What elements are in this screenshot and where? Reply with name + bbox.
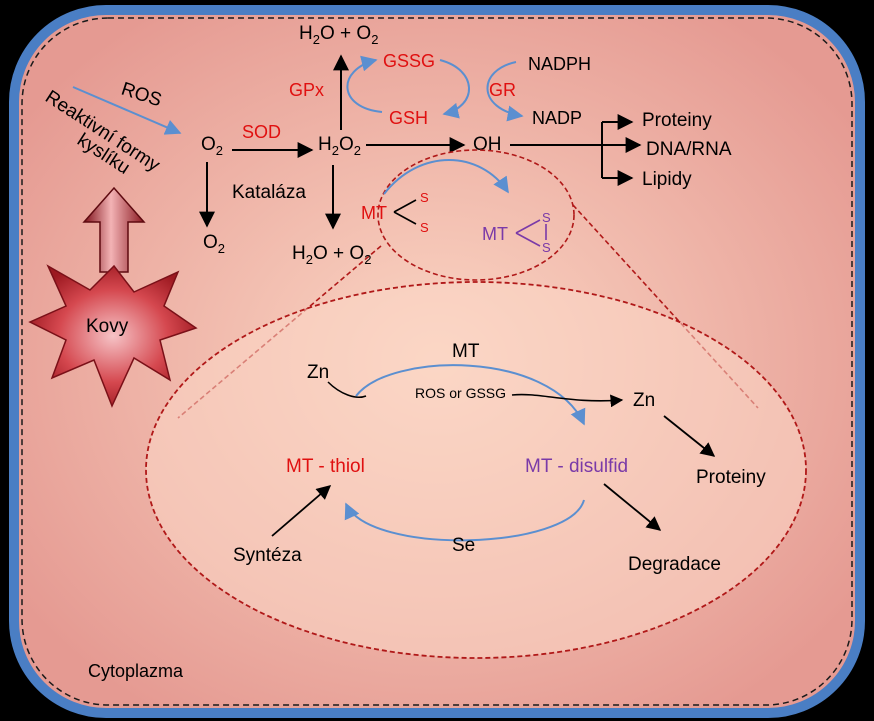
mt-small-cycle-arrow [383, 159, 509, 195]
nadp-label: NADP [532, 108, 582, 128]
mt-zoom-label: MT [452, 341, 480, 362]
zn-left-label: Zn [307, 362, 329, 383]
gsh-to-gssg-arrow [346, 55, 383, 113]
ros-gssg-to-zn-arrow [511, 393, 624, 408]
proteiny-top-label: Proteiny [642, 110, 712, 131]
nadph-label: NADPH [528, 54, 591, 74]
h2o-o2-top-label: H2O + O2 [299, 23, 378, 47]
s-top-label: S [420, 190, 429, 205]
kovy-label: Kovy [86, 316, 129, 337]
metals-up-arrow [82, 186, 146, 273]
gssg-label: GSSG [383, 51, 435, 71]
zn-to-proteiny-arrow [663, 415, 716, 457]
sod-label: SOD [242, 122, 281, 142]
gsh-label: GSH [389, 108, 428, 128]
s-purple-bottom-label: S [542, 240, 551, 255]
lipidy-label: Lipidy [642, 169, 692, 190]
gr-label: GR [489, 80, 516, 100]
mt-zoom-ellipse [145, 281, 807, 659]
metals-star [28, 264, 198, 408]
oh-label: OH [473, 134, 502, 155]
h2o-o2-bottom-label: H2O + O2 [292, 243, 371, 267]
se-label: Se [452, 535, 475, 556]
ros-to-o2-arrow [72, 86, 182, 135]
proteiny-zoom-label: Proteiny [696, 467, 766, 488]
disulfid-to-degradace-arrow [603, 483, 662, 531]
gssg-to-gsh-arrow [439, 59, 470, 119]
disulfid-to-thiol-arrow [344, 499, 585, 542]
cytoplazma-label: Cytoplazma [88, 661, 184, 681]
katalaza-label: Kataláza [232, 182, 306, 203]
cell-inner-dashed-border [21, 17, 853, 706]
ros-or-gssg-label: ROS or GSSG [415, 385, 506, 401]
zn-release-curve [327, 381, 367, 398]
mt-small-purple-label: MT [482, 224, 508, 244]
zoom-guide-left [177, 245, 382, 419]
o2-bottom-label: O2 [203, 232, 225, 256]
syntez-to-thiol-arrow [271, 485, 332, 537]
mt-thiol-bonds [393, 199, 417, 225]
syntez-label: Syntéza [233, 545, 302, 566]
mt-disulfide-bonds [515, 219, 547, 247]
zn-right-label: Zn [633, 390, 655, 411]
h2o2-label: H2O2 [318, 134, 361, 158]
gpx-label: GPx [289, 80, 324, 100]
mt-small-ellipse [377, 149, 575, 281]
s-purple-top-label: S [542, 210, 551, 225]
o2-label: O2 [201, 134, 223, 158]
nadph-to-nadp-arrow [486, 61, 524, 122]
mt-small-red-label: MT [361, 203, 387, 223]
mt-disulfid-label: MT - disulfid [525, 456, 628, 477]
degradace-label: Degradace [628, 554, 721, 575]
dna-rna-label: DNA/RNA [646, 139, 732, 160]
mt-thiol-label: MT - thiol [286, 456, 365, 477]
s-bottom-label: S [420, 220, 429, 235]
